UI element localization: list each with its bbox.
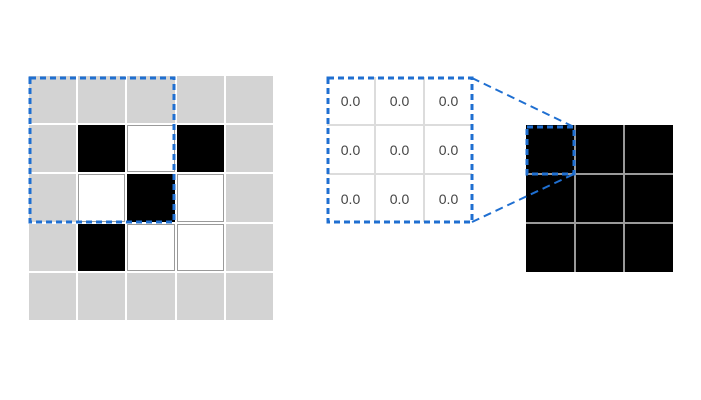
input-cell-white [78, 174, 126, 222]
input-cell-pad [225, 223, 273, 271]
input-cell-black [78, 125, 126, 173]
input-cell-pad [127, 76, 175, 124]
input-cell-pad [225, 76, 273, 124]
input-cell-white [127, 223, 175, 271]
kernel-value: 0.0 [425, 77, 472, 124]
input-grid [29, 76, 273, 320]
kernel-value: 0.0 [425, 175, 472, 222]
input-cell-pad [29, 272, 77, 320]
input-cell-pad [225, 174, 273, 222]
input-cell-pad [29, 125, 77, 173]
input-cell-pad [29, 76, 77, 124]
kernel-value: 0.0 [327, 126, 374, 173]
input-cell-black [127, 174, 175, 222]
output-cell [575, 224, 624, 272]
output-cell [625, 125, 673, 173]
output-cell [526, 174, 574, 223]
input-cell-pad [127, 272, 175, 320]
connector-line-top [471, 77, 575, 128]
input-cell-black [78, 223, 126, 271]
input-cell-pad [176, 272, 224, 320]
input-cell-white [176, 174, 224, 222]
input-cell-pad [225, 125, 273, 173]
input-cell-pad [78, 272, 126, 320]
output-grid [526, 125, 673, 272]
kernel-value: 0.0 [425, 126, 472, 173]
output-cell [526, 224, 574, 272]
output-cell [526, 125, 574, 173]
input-cell-white [127, 125, 175, 173]
input-cell-pad [29, 174, 77, 222]
kernel-value: 0.0 [376, 175, 423, 222]
input-cell-pad [225, 272, 273, 320]
input-cell-pad [78, 76, 126, 124]
kernel-value: 0.0 [327, 175, 374, 222]
input-cell-black [176, 125, 224, 173]
input-cell-pad [29, 223, 77, 271]
input-cell-white [176, 223, 224, 271]
output-cell [625, 224, 673, 272]
kernel-value: 0.0 [327, 77, 374, 124]
kernel-value: 0.0 [376, 77, 423, 124]
output-cell [575, 125, 624, 173]
output-cell [625, 174, 673, 223]
kernel-value: 0.0 [376, 126, 423, 173]
input-cell-pad [176, 76, 224, 124]
output-cell [575, 174, 624, 223]
